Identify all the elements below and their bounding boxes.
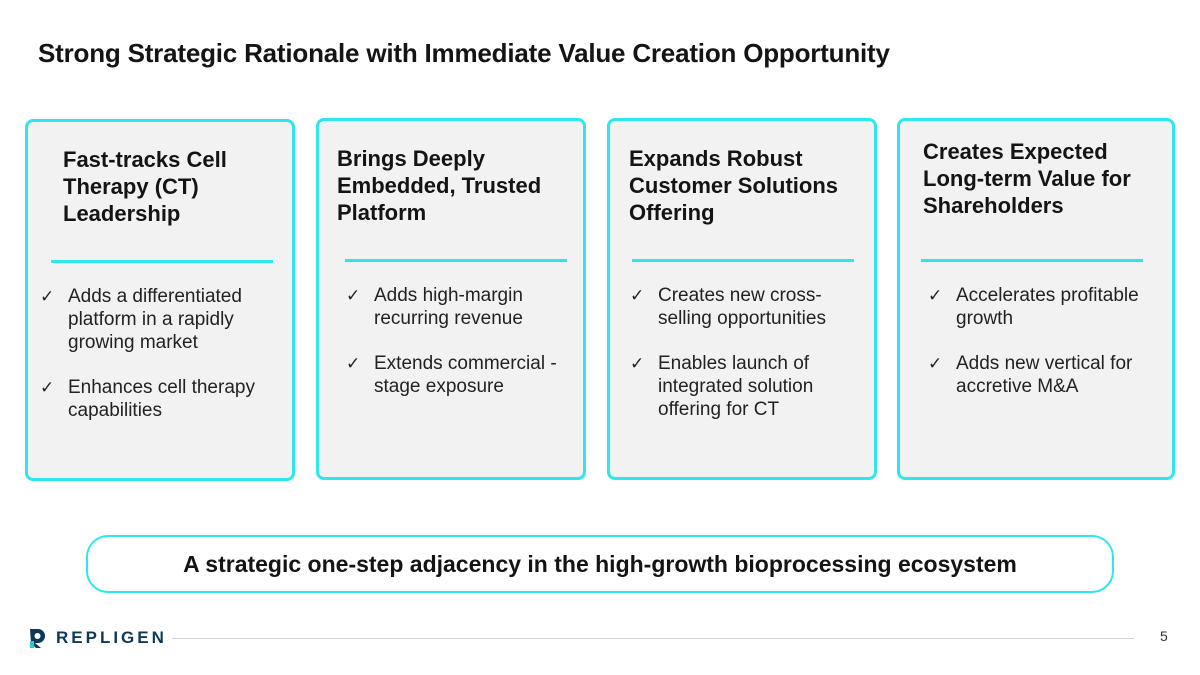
card-heading: Expands Robust Customer Solutions Offeri…	[629, 146, 839, 225]
card-divider	[345, 259, 567, 262]
checkmark-icon: ✓	[346, 286, 361, 305]
card-divider	[51, 260, 273, 263]
checkmark-icon: ✓	[928, 354, 943, 373]
card-ct-leadership: Fast-tracks Cell Therapy (CT) Leadership…	[25, 119, 295, 481]
list-item: ✓ Adds new vertical for accretive M&A	[928, 352, 1168, 398]
bullet-list: ✓ Creates new cross-selling opportunities…	[630, 284, 870, 443]
card-heading: Fast-tracks Cell Therapy (CT) Leadership	[63, 147, 227, 226]
bullet-list: ✓ Adds a differentiated platform in a rap…	[40, 285, 280, 444]
list-item: ✓ Enables launch of integrated solution o…	[630, 352, 870, 421]
repligen-logo-icon	[30, 629, 45, 648]
list-item: ✓ Accelerates profitable growth	[928, 284, 1168, 330]
list-item: ✓ Adds a differentiated platform in a rap…	[40, 285, 280, 354]
checkmark-icon: ✓	[630, 286, 645, 305]
page-number: 5	[1160, 628, 1168, 644]
checkmark-icon: ✓	[630, 354, 645, 373]
company-logo: REPLIGEN	[27, 627, 167, 649]
bullet-text: Adds a differentiated platform in a rapi…	[68, 286, 242, 353]
checkmark-icon: ✓	[40, 378, 55, 397]
logo-wordmark: REPLIGEN	[56, 628, 167, 647]
list-item: ✓ Creates new cross-selling opportunities	[630, 284, 870, 330]
list-item: ✓ Extends commercial - stage exposure	[346, 352, 586, 398]
card-divider	[921, 259, 1143, 262]
card-divider	[632, 259, 854, 262]
bullet-list: ✓ Accelerates profitable growth ✓ Adds new…	[928, 284, 1168, 420]
card-shareholder-value: Creates Expected Long-term Value for Sha…	[897, 118, 1175, 480]
bullet-list: ✓ Adds high-margin recurring revenue ✓ Ext…	[346, 284, 586, 420]
checkmark-icon: ✓	[40, 287, 55, 306]
rationale-cards: Fast-tracks Cell Therapy (CT) Leadership…	[25, 118, 1175, 486]
tagline-text: A strategic one-step adjacency in the hi…	[183, 550, 1017, 577]
tagline-box: A strategic one-step adjacency in the hi…	[86, 535, 1114, 593]
bullet-text: Enables launch of integrated solution of…	[658, 353, 814, 420]
bullet-text: Extends commercial - stage exposure	[374, 353, 557, 397]
list-item: ✓ Enhances cell therapy capabilities	[40, 376, 280, 422]
bullet-text: Creates new cross-selling opportunities	[658, 285, 826, 329]
card-trusted-platform: Brings Deeply Embedded, Trusted Platform…	[316, 118, 586, 480]
card-heading: Creates Expected Long-term Value for Sha…	[923, 139, 1131, 218]
checkmark-icon: ✓	[928, 286, 943, 305]
slide-title: Strong Strategic Rationale with Immediat…	[38, 38, 890, 68]
footer-divider	[172, 638, 1134, 639]
bullet-text: Adds high-margin recurring revenue	[374, 285, 523, 329]
bullet-text: Adds new vertical for accretive M&A	[956, 353, 1133, 397]
card-customer-solutions: Expands Robust Customer Solutions Offeri…	[607, 118, 877, 480]
bullet-text: Enhances cell therapy capabilities	[68, 377, 255, 421]
list-item: ✓ Adds high-margin recurring revenue	[346, 284, 586, 330]
checkmark-icon: ✓	[346, 354, 361, 373]
card-heading: Brings Deeply Embedded, Trusted Platform	[337, 146, 542, 225]
bullet-text: Accelerates profitable growth	[956, 285, 1139, 329]
